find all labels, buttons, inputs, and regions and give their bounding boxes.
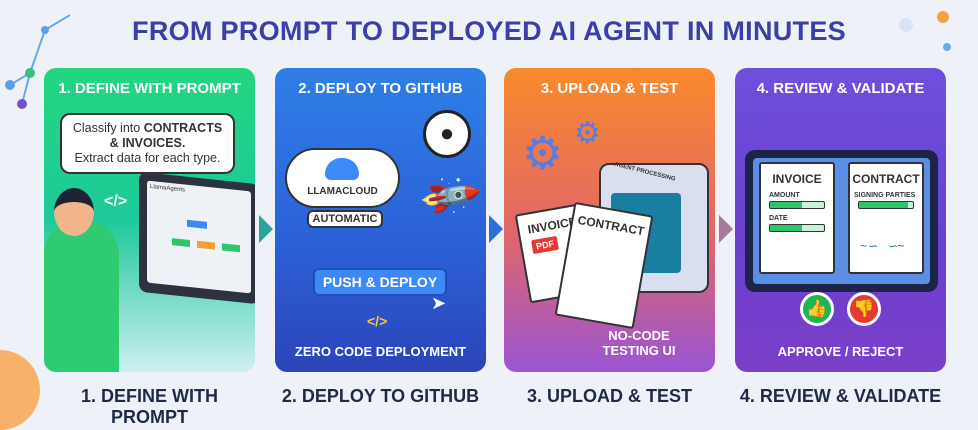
reject-button[interactable]: 👎 xyxy=(847,292,881,326)
gear-icon: ⚙ xyxy=(574,117,601,150)
step-2-caption: ZERO CODE DEPLOYMENT xyxy=(294,344,467,359)
prompt-invoices: & INVOICES. xyxy=(109,136,186,150)
approve-button[interactable]: 👍 xyxy=(800,292,834,326)
signing-parties-label: SIGNING PARTIES xyxy=(854,192,916,199)
step-3-panel: 3. UPLOAD & TEST ⚙ ⚙ AGENT PROCESSING IN… xyxy=(504,68,715,372)
workflow-node xyxy=(197,240,215,250)
prompt-extract: Extract data for each type. xyxy=(74,151,221,165)
contract-card: CONTRACT SIGNING PARTIES ~∽ ∽~ xyxy=(848,162,924,274)
invoice-card-title: INVOICE xyxy=(772,172,822,186)
amount-label: AMOUNT xyxy=(769,192,800,199)
step-1-label: 1. DEFINE WITH PROMPT xyxy=(80,386,218,427)
push-deploy-button[interactable]: PUSH & DEPLOY xyxy=(313,268,447,296)
caption-testing-ui: TESTING UI xyxy=(602,343,676,358)
arrow-icon xyxy=(259,215,273,243)
corner-blob xyxy=(0,350,40,430)
gear-icon: ⚙ xyxy=(522,127,564,179)
step-4-heading: 4. REVIEW & VALIDATE xyxy=(756,80,925,97)
step-2-label: 2. DEPLOY TO GITHUB xyxy=(281,386,480,406)
code-icon: </> xyxy=(367,313,388,329)
prompt-text: Classify into xyxy=(72,121,141,135)
dots-decoration-icon xyxy=(899,11,951,51)
arrow-icon xyxy=(719,215,733,243)
person-head xyxy=(54,188,94,236)
invoice-card: INVOICE AMOUNT DATE xyxy=(759,162,835,274)
contract-doc-title: CONTRACT xyxy=(576,212,646,239)
step-3-heading: 3. UPLOAD & TEST xyxy=(540,80,679,97)
caption-no-code: NO-CODE xyxy=(608,328,670,343)
app-name: LlamaAgents xyxy=(150,183,186,194)
date-label: DATE xyxy=(769,215,788,222)
contract-card-title: CONTRACT xyxy=(852,172,920,186)
workflow-node xyxy=(172,238,190,248)
arrow-icon xyxy=(489,215,503,243)
prompt-contracts: CONTRACTS xyxy=(143,121,223,135)
tablet: INVOICE AMOUNT DATE CONTRACT SIGNING PAR… xyxy=(745,150,938,292)
date-field xyxy=(769,224,825,232)
amount-field xyxy=(769,201,825,209)
cloud-label: LLAMACLOUD xyxy=(307,186,378,197)
machine-label: AGENT PROCESSING xyxy=(613,161,676,183)
step-1-heading: 1. DEFINE WITH PROMPT xyxy=(58,80,241,97)
github-icon: ● xyxy=(423,110,471,158)
laptop-screen: LlamaAgents xyxy=(147,180,251,294)
step-1-panel: 1. DEFINE WITH PROMPT Classify into CONT… xyxy=(44,68,255,372)
workflow-node xyxy=(222,243,240,253)
automatic-badge: AUTOMATIC xyxy=(307,210,383,228)
prompt-bubble: Classify into CONTRACTS & INVOICES. Extr… xyxy=(60,113,235,174)
signing-parties-field xyxy=(858,201,914,209)
llama-icon xyxy=(325,158,359,180)
step-2-panel: 2. DEPLOY TO GITHUB LLAMACLOUD AUTOMATIC… xyxy=(275,68,486,372)
laptop: LlamaAgents xyxy=(139,171,255,305)
page-title: FROM PROMPT TO DEPLOYED AI AGENT IN MINU… xyxy=(132,16,846,46)
step-3-label: 3. UPLOAD & TEST xyxy=(526,386,692,406)
step-4-label: 4. REVIEW & VALIDATE xyxy=(739,386,942,406)
cursor-icon: ➤ xyxy=(431,293,447,313)
workflow-diagram xyxy=(187,219,207,229)
signature-icon: ~∽ ∽~ xyxy=(860,239,905,253)
person-illustration xyxy=(44,218,119,372)
code-icon: </> xyxy=(104,193,128,210)
step-4-panel: 4. REVIEW & VALIDATE INVOICE AMOUNT DATE… xyxy=(735,68,946,372)
rocket-icon: 🚀 xyxy=(416,164,483,230)
step-2-heading: 2. DEPLOY TO GITHUB xyxy=(298,80,463,97)
step-4-caption: APPROVE / REJECT xyxy=(777,344,904,359)
network-decoration-icon xyxy=(5,14,71,109)
step-3-caption: NO-CODE TESTING UI xyxy=(564,328,714,358)
